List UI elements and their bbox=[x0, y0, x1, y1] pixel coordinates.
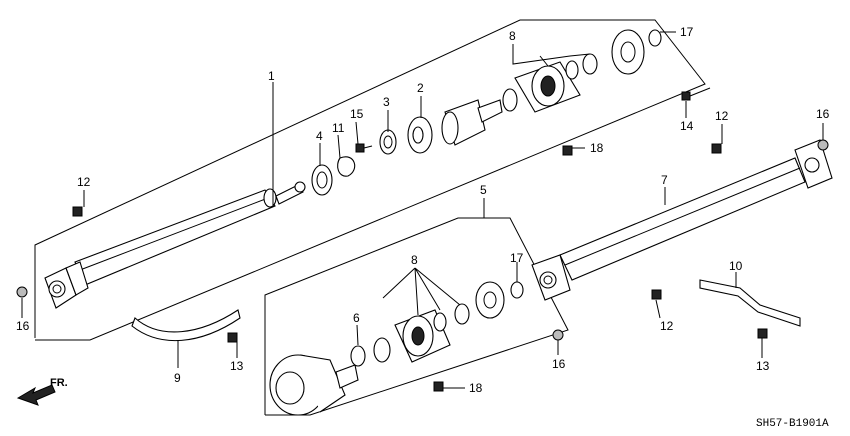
front-direction-arrow bbox=[16, 384, 56, 406]
rear-shaft-tube bbox=[559, 157, 806, 281]
front-flange-yoke bbox=[44, 261, 89, 309]
center-bearing-upper bbox=[514, 61, 581, 113]
callout-12-left: 12 bbox=[77, 175, 91, 189]
part-17-nut-upper bbox=[648, 29, 662, 47]
rear-flange-left bbox=[531, 254, 571, 301]
part-14-bolt bbox=[681, 87, 711, 101]
callout-11: 11 bbox=[332, 121, 345, 135]
callout-18-lower: 18 bbox=[469, 381, 483, 395]
callout-17-lower: 17 bbox=[510, 251, 524, 265]
part-6-ring bbox=[350, 345, 366, 367]
callout-16-left: 16 bbox=[16, 319, 30, 333]
lower-cv-joint bbox=[269, 354, 359, 416]
diagram-code: SH57-B1901A bbox=[756, 418, 829, 430]
callout-3: 3 bbox=[383, 95, 390, 109]
part-10-bracket bbox=[699, 279, 801, 327]
callout-2: 2 bbox=[417, 81, 424, 95]
part-8-parts-upper bbox=[565, 53, 598, 80]
callout-5: 5 bbox=[480, 183, 487, 197]
callout-12-right: 12 bbox=[715, 109, 729, 123]
callout-13-right: 13 bbox=[756, 359, 770, 373]
callout-9: 9 bbox=[174, 371, 181, 385]
group-1-outline bbox=[34, 19, 706, 341]
part-11-clip bbox=[337, 156, 356, 177]
callout-18-upper: 18 bbox=[590, 141, 604, 155]
callout-12-lower: 12 bbox=[660, 319, 674, 333]
callout-10: 10 bbox=[729, 259, 743, 273]
callout-13-left: 13 bbox=[230, 359, 244, 373]
callout-8-lower: 8 bbox=[411, 253, 418, 267]
callout-16-lower: 16 bbox=[552, 357, 566, 371]
callout-16-right: 16 bbox=[816, 107, 830, 121]
callout-8-upper: 8 bbox=[509, 29, 516, 43]
callout-17-upper: 17 bbox=[680, 25, 694, 39]
callout-15: 15 bbox=[350, 107, 364, 121]
callout-6: 6 bbox=[353, 311, 360, 325]
part-15-bolt bbox=[355, 143, 373, 153]
bolts bbox=[16, 139, 829, 392]
callout-14: 14 bbox=[680, 119, 694, 133]
part-3-ring bbox=[379, 129, 397, 155]
part-4-rubber bbox=[311, 164, 333, 196]
part-8-parts-lower bbox=[433, 303, 470, 332]
part-9-strap bbox=[131, 309, 241, 342]
callout-1: 1 bbox=[268, 69, 275, 83]
part-2-cv-joint bbox=[407, 99, 503, 154]
direction-label: FR. bbox=[50, 377, 68, 389]
lower-rear-flange bbox=[475, 281, 505, 319]
upper-rear-flange bbox=[611, 29, 645, 75]
callout-7: 7 bbox=[661, 173, 668, 187]
part-17-nut-lower bbox=[510, 281, 524, 299]
front-shaft-tube bbox=[74, 181, 306, 286]
rear-flange-right bbox=[794, 139, 833, 189]
group-5-outline bbox=[264, 217, 569, 416]
part-8-snap-ring-upper bbox=[502, 88, 518, 112]
leader-lines bbox=[21, 31, 824, 389]
callout-4: 4 bbox=[316, 129, 323, 143]
